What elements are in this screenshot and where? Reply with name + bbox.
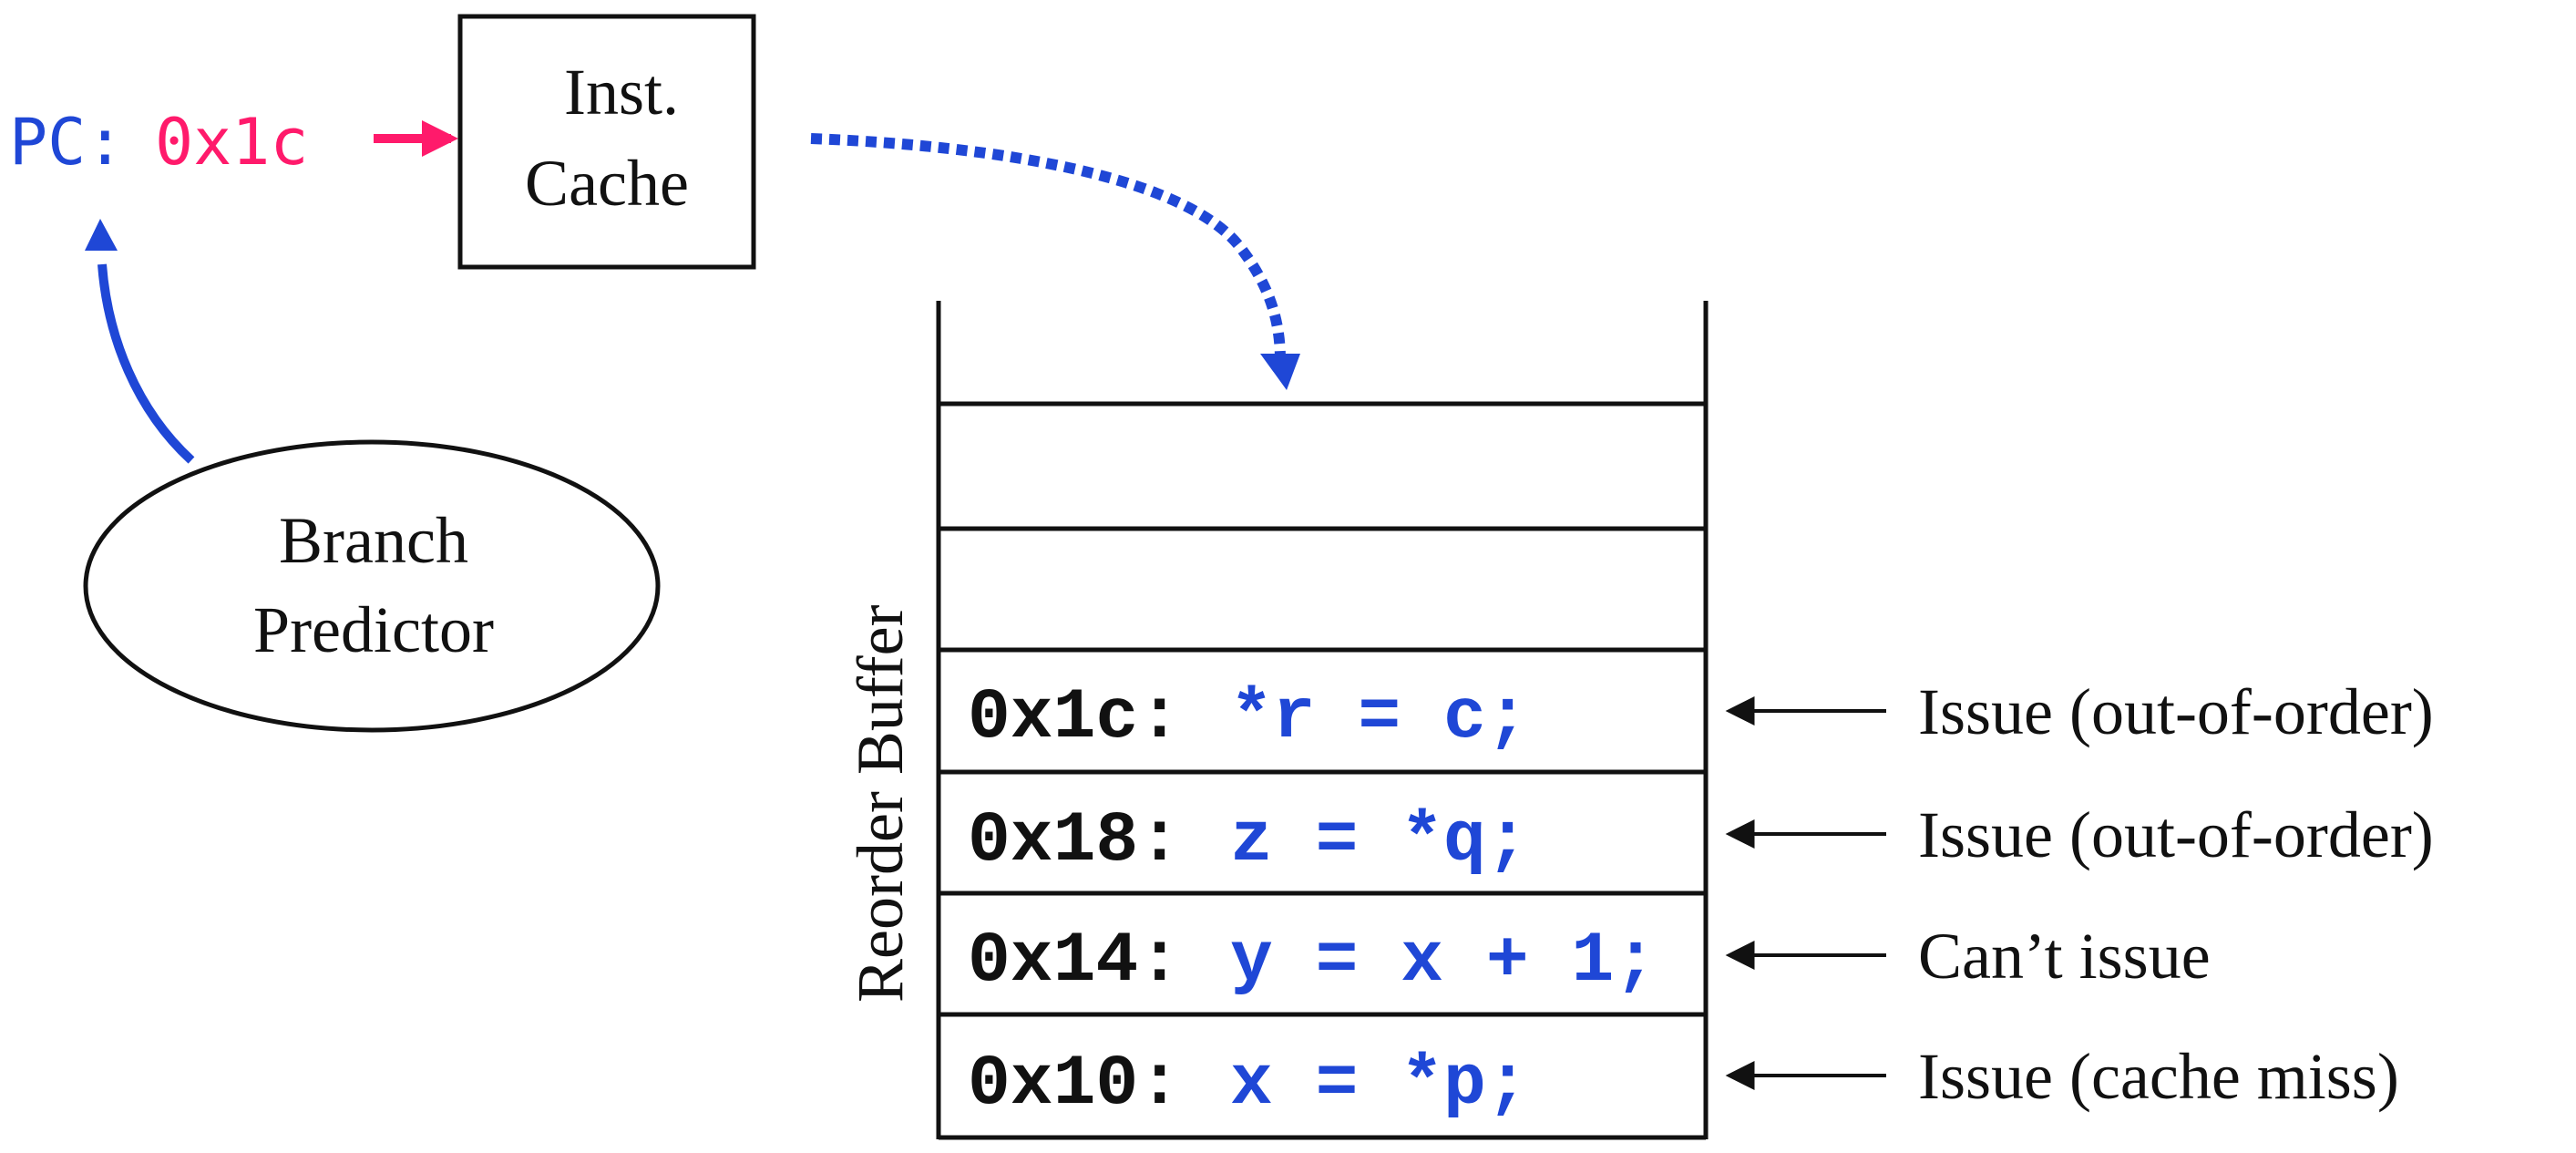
- predictor-to-pc-arrow: [97, 263, 195, 464]
- predictor-to-pc-arrowhead: [85, 219, 118, 251]
- inst-cache-label-line1: Inst.: [564, 56, 679, 129]
- rob-entry-instruction: *r = c;: [1230, 678, 1529, 758]
- branch-predictor-ellipse: [83, 439, 661, 733]
- rob-entry-status: Issue (out-of-order): [1918, 675, 2434, 748]
- rob-entry-status: Can’t issue: [1918, 920, 2211, 993]
- rob-entry-address: 0x18:: [968, 801, 1181, 881]
- reorder-buffer-label: Reorder Buffer: [844, 604, 917, 1003]
- inst-cache-box: [457, 14, 756, 270]
- rob-entry-instruction: z = *q;: [1230, 801, 1529, 881]
- rob-entry-instruction: y = x + 1;: [1230, 921, 1657, 1002]
- pc-label: PC:: [9, 105, 124, 180]
- branch-predictor-label-line1: Branch: [279, 504, 468, 577]
- fetch-arrow-dotted: [810, 133, 1286, 361]
- branch-predictor-label-line2: Predictor: [253, 593, 494, 666]
- fetch-arrowhead: [1260, 354, 1300, 390]
- rob-entry-instruction: x = *p;: [1230, 1045, 1529, 1125]
- rob-entry-address: 0x10:: [968, 1045, 1181, 1125]
- pc-value: 0x1c: [155, 105, 309, 180]
- rob-entry-address: 0x14:: [968, 921, 1181, 1002]
- rob-entry-address: 0x1c:: [968, 678, 1181, 758]
- rob-entry-status: Issue (out-of-order): [1918, 798, 2434, 871]
- inst-cache-label-line2: Cache: [525, 147, 689, 220]
- rob-entry-status: Issue (cache miss): [1918, 1040, 2399, 1113]
